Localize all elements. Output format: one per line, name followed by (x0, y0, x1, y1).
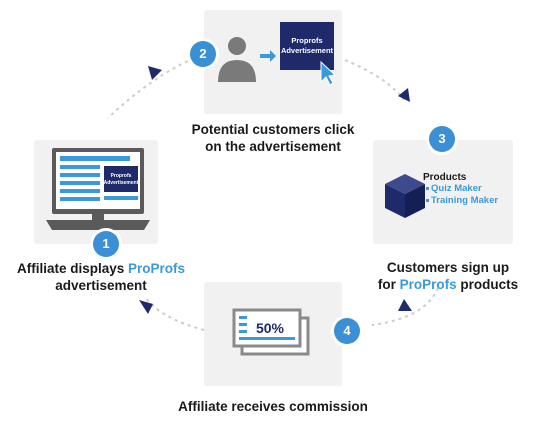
step-2-caption-line2: on the advertisement (205, 139, 341, 154)
commission-value: 50% (256, 320, 285, 336)
step-3-caption-line1: Customers sign up (386, 260, 510, 275)
step-1-caption-pre: Affiliate displays (16, 261, 128, 276)
step-3-caption-post: products (456, 277, 519, 292)
step-1-panel: Proprofs Advertisement (34, 140, 158, 244)
step-4-caption: Affiliate receives commission (178, 399, 368, 414)
brand-pro: Pro (399, 277, 423, 292)
step-4-panel: 50% (204, 282, 342, 386)
advertisement-box (280, 22, 334, 70)
cursor-icon (320, 60, 337, 86)
ad-line1: Proprofs (291, 36, 322, 45)
brand-profs: Profs (150, 261, 186, 276)
monitor-illustration: Proprofs Advertisement (46, 148, 150, 230)
step-2-caption-line1: Potential customers click (191, 122, 355, 137)
brand-pro: Pro (128, 261, 151, 276)
arrow-2-to-3 (344, 59, 405, 101)
arrowhead-1 (148, 66, 162, 80)
step-2-panel: Proprofs Advertisement (204, 10, 342, 114)
person-icon (228, 37, 246, 55)
small-ad-line2: Advertisement (104, 180, 139, 186)
product-training-maker: Training Maker (431, 195, 498, 206)
step-3-caption-pre: for (377, 277, 400, 292)
brand-profs: Profs (422, 277, 457, 292)
step-3-badge: 3 (429, 126, 455, 152)
step-1-caption: Affiliate displays ProProfs advertisemen… (6, 260, 196, 294)
step-1-badge: 1 (93, 231, 119, 257)
step-3-panel: Products Quiz Maker Training Maker (373, 140, 513, 244)
step-1-caption-line2: advertisement (55, 278, 147, 293)
right-arrow-icon (260, 54, 270, 58)
products-title: Products (423, 172, 467, 183)
ad-line2: Advertisement (281, 46, 334, 55)
arrow-4-to-1 (145, 297, 205, 331)
arrowhead-2 (398, 88, 410, 102)
step-2-caption: Potential customers click on the adverti… (168, 121, 378, 155)
arrowhead-4 (139, 300, 153, 314)
products-illustration: Products Quiz Maker Training Maker (385, 172, 498, 218)
product-quiz-maker: Quiz Maker (431, 183, 482, 194)
ad-box-small (104, 166, 138, 192)
arrow-1-to-2 (107, 57, 195, 119)
commission-illustration: 50% (232, 308, 310, 356)
arrowhead-3 (398, 299, 412, 311)
step-2-badge: 2 (190, 41, 216, 67)
user-click-illustration: Proprofs Advertisement (218, 22, 337, 86)
step-3-caption: Customers sign up for ProProfs products (352, 259, 544, 293)
small-ad-line1: Proprofs (111, 173, 132, 179)
step-4-badge: 4 (334, 318, 360, 344)
